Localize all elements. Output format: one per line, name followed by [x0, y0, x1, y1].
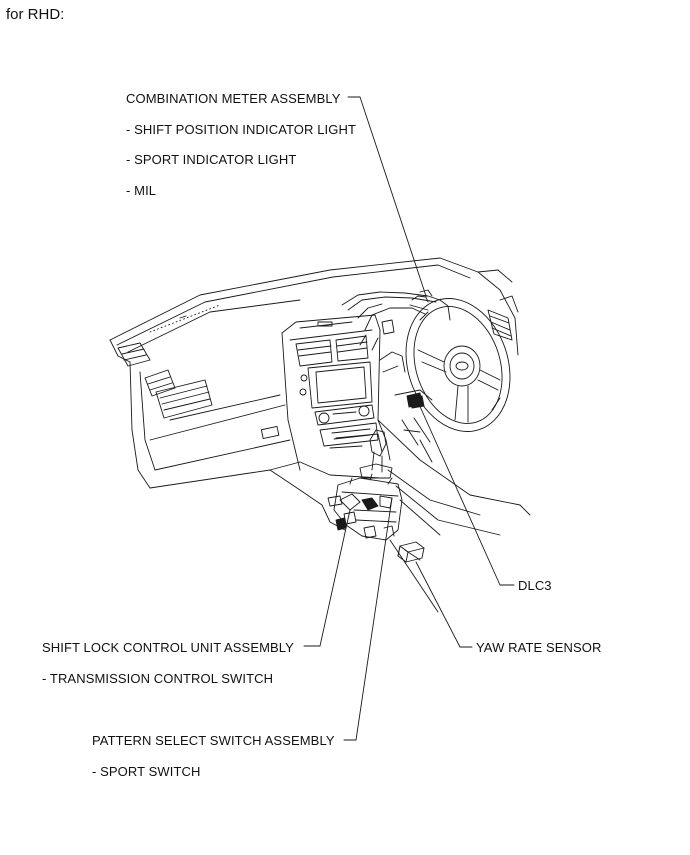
label-sport-indicator-light: - SPORT INDICATOR LIGHT: [126, 152, 297, 167]
label-sport-switch: - SPORT SWITCH: [92, 764, 201, 779]
shift-lock-control-unit: [328, 474, 402, 540]
combination-meter-cluster: [342, 290, 450, 350]
dashboard-outline: [110, 258, 518, 488]
label-shift-position-indicator-light: - SHIFT POSITION INDICATOR LIGHT: [126, 122, 356, 137]
label-mil: - MIL: [126, 183, 157, 198]
label-shift-lock-control-unit: SHIFT LOCK CONTROL UNIT ASSEMBLY: [42, 640, 294, 655]
label-yaw-rate-sensor: YAW RATE SENSOR: [476, 640, 602, 655]
label-pattern-select-switch: PATTERN SELECT SWITCH ASSEMBLY: [92, 733, 335, 748]
steering-wheel: [389, 285, 526, 445]
page-heading: for RHD:: [6, 6, 65, 23]
center-console: [270, 420, 530, 612]
leader-lines: [304, 97, 514, 740]
label-transmission-control-switch: - TRANSMISSION CONTROL SWITCH: [42, 671, 274, 686]
shift-lever: [360, 430, 392, 478]
label-combination-meter: COMBINATION METER ASSEMBLY: [126, 91, 341, 106]
center-stack: [282, 315, 380, 470]
yaw-rate-sensor: [398, 542, 424, 562]
label-dlc3: DLC3: [518, 578, 552, 593]
right-air-vents: [478, 270, 518, 340]
left-air-vents: [118, 343, 212, 418]
